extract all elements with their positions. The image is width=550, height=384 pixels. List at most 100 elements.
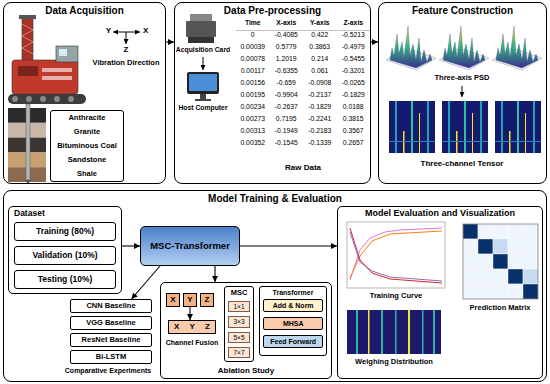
channel-square: X [166, 293, 180, 307]
tensor-map [442, 101, 488, 153]
weight-streak [408, 310, 410, 354]
split-box: Training (80%) [14, 222, 116, 241]
table-cell: -0.9904 [270, 91, 304, 102]
node-text: X [170, 296, 175, 305]
node-text: Validation (10%) [32, 251, 97, 260]
matrix-cell [523, 269, 538, 284]
node-text: CNN Baseline [86, 302, 135, 310]
channel-square: Z [200, 293, 214, 307]
node-text: Feed Forward [270, 338, 316, 346]
tensor-map [389, 101, 435, 153]
rig-track [8, 94, 86, 104]
node-text: Z [205, 296, 210, 305]
matrix-cell [523, 284, 538, 299]
matrix-cell [463, 284, 478, 299]
track-wheel [26, 96, 32, 102]
table-cell: 0.061 [303, 67, 337, 78]
tensor-map [495, 101, 541, 153]
node-text: Shale [77, 170, 97, 178]
matrix-cell [493, 269, 508, 284]
table-cell: 0.3863 [303, 43, 337, 54]
figure-caption: Weighing Distribution [340, 358, 448, 368]
rig-panel [42, 76, 72, 80]
table-cell: 0.3815 [337, 115, 371, 126]
weight-streak [422, 310, 424, 354]
transformer-block: Add & NormMHSAFeed ForwardTransformer [259, 286, 327, 356]
figure-caption: Training Curve [347, 292, 445, 302]
monitor-base [195, 99, 211, 101]
node-text: 3×3 [228, 316, 250, 327]
msc-block: MSC1×13×35×57×7 [224, 286, 254, 362]
fused-channels: XYZ [168, 320, 216, 334]
matrix-cell [508, 224, 523, 239]
axis-label: X [143, 27, 153, 37]
matrix-cell [523, 254, 538, 269]
figure-caption: Three-axis PSD [420, 74, 504, 84]
node-text: Granite [74, 128, 100, 136]
icon-label: Acquisition Card [175, 46, 231, 55]
node-text: VGG Baseline [86, 319, 136, 327]
table-cell: Z-axis [337, 19, 371, 30]
table-cell: 0.00078 [236, 55, 270, 66]
eval-panel: Model Evaluation and Visualization [337, 206, 543, 379]
table-cell: -0.6355 [270, 67, 304, 78]
baseline-box: Bi-LSTM [70, 350, 152, 364]
accuracy-curve [350, 228, 442, 280]
matrix-cell [523, 239, 538, 254]
axis-caption: Vibration Direction [86, 59, 166, 69]
table-cell: 0.2657 [337, 139, 371, 150]
table-cell: 0.214 [303, 55, 337, 66]
node-text: MSC [231, 289, 248, 297]
table-cell: 0.00313 [236, 127, 270, 138]
matrix-cell [463, 269, 478, 284]
node-text: Anthracite [68, 114, 105, 122]
loss-curve [350, 228, 442, 283]
track-wheel [54, 96, 60, 102]
matrix-frame [463, 224, 538, 299]
figure-caption: Prediction Matrix [455, 304, 545, 314]
mast-lattice [22, 24, 33, 54]
table-cell: 0.5779 [270, 43, 304, 54]
node-text: Data Acquisition [4, 5, 165, 16]
track-wheel [40, 96, 46, 102]
axis-arrow [126, 32, 127, 44]
matrix-cell [463, 254, 478, 269]
matrix-cell [478, 254, 493, 269]
ablation-panel: XYZXYZMSC1×13×35×57×7Add & NormMHSAFeed … [160, 282, 332, 379]
group-caption: Comparative Experiments [58, 367, 158, 377]
rig-cab [56, 46, 78, 62]
matrix-cell [478, 224, 493, 239]
psd-plot [492, 26, 542, 70]
node-text: Data Pre-processing [175, 5, 370, 16]
node-text: X [174, 323, 179, 332]
psd-plot [386, 26, 436, 70]
rig-body [12, 60, 78, 94]
table-cell: Y-axis [303, 19, 337, 30]
flow-arrow [462, 86, 463, 97]
node-text: MSC-Transformer [150, 241, 230, 251]
axis-label: Z [121, 46, 131, 56]
drill-pipe [26, 104, 30, 180]
drill-mast [22, 18, 33, 62]
track-wheel [12, 96, 18, 102]
table-cell: -0.5213 [337, 31, 371, 42]
rig-engine [18, 66, 38, 76]
matrix-cell [478, 269, 493, 284]
icon-label: Host Computer [175, 104, 231, 113]
node-text: ResNet Baseline [82, 336, 141, 344]
matrix-cell [493, 254, 508, 269]
table-cell: 0.00117 [236, 67, 270, 78]
table-cell: 0.422 [303, 31, 337, 42]
rock-list: AnthraciteGraniteBituminous CoalSandston… [50, 110, 124, 182]
loss-curve [350, 232, 442, 281]
node-text: Feature Construction [379, 5, 546, 16]
table-cell: -0.1545 [270, 139, 304, 150]
matrix-cell [523, 224, 538, 239]
feed-forward-box: Feed Forward [263, 335, 323, 348]
axis-label: Y [100, 27, 111, 37]
node-text: Sandstone [68, 156, 106, 164]
matrix-cell [478, 284, 493, 299]
table-cell: -0.3201 [337, 67, 371, 78]
channel-square: Y [183, 293, 197, 307]
monitor-stand [200, 94, 206, 99]
